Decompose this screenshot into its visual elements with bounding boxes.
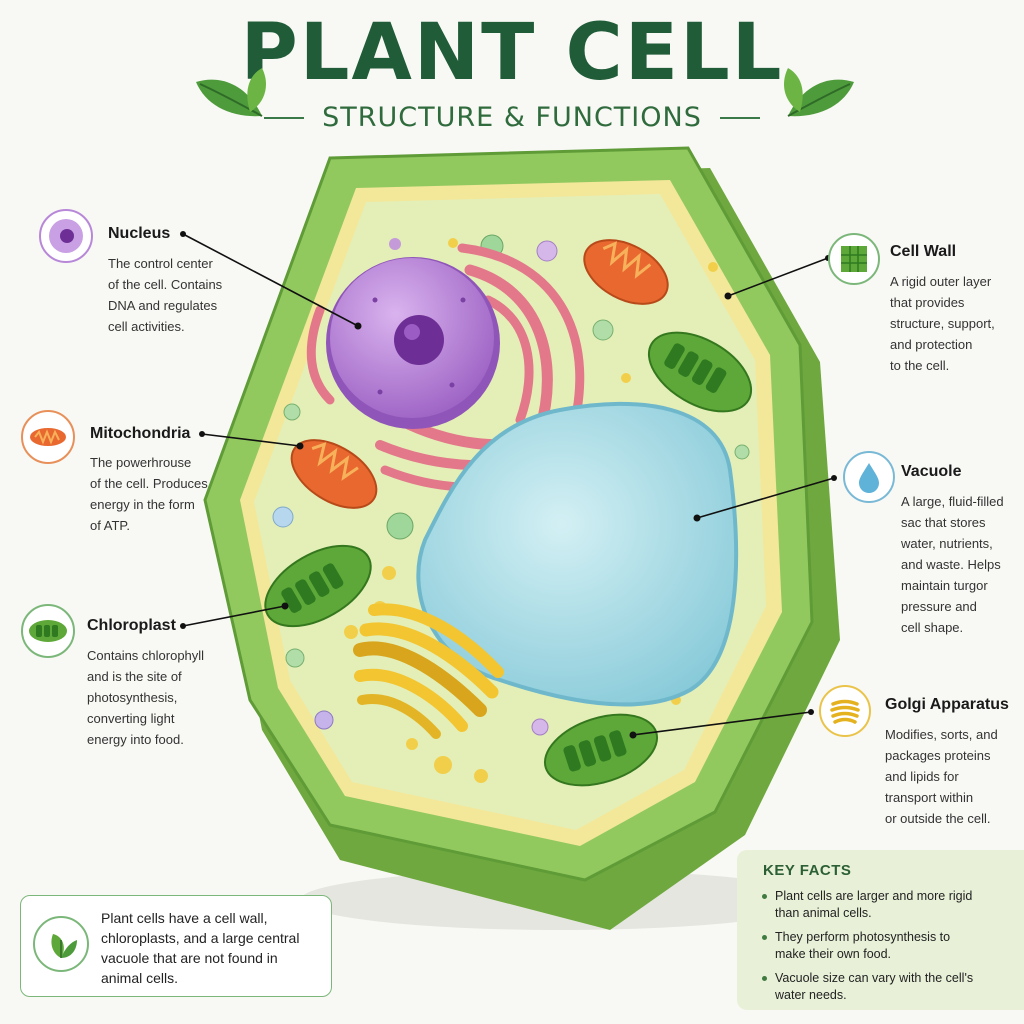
nucleus-icon — [39, 209, 93, 263]
mitochondria-line-3: energy in the form — [90, 497, 195, 512]
key-fact-3-line-2: water needs. — [775, 988, 847, 1002]
chloroplast-right-top — [647, 331, 753, 413]
vacuole-description: A large, fluid-filled sac that stores wa… — [901, 491, 1004, 638]
leaf-decoration-right-icon — [784, 68, 854, 117]
chloroplast-line-2: and is the site of — [87, 669, 182, 684]
vacuole-line-2: sac that stores — [901, 515, 986, 530]
key-fact-item: They perform photosynthesis to make thei… — [762, 929, 990, 963]
key-fact-2-line-2: make their own food. — [775, 947, 892, 961]
vacuole-label: Vacuole — [901, 463, 962, 480]
golgi-line-1: Modifies, sorts, and — [885, 727, 998, 742]
mitochondria-line-4: of ATP. — [90, 518, 130, 533]
cell-wall-label: Cell Wall — [890, 243, 957, 260]
key-fact-1-line-2: than animal cells. — [775, 906, 872, 920]
leader-lines — [182, 233, 835, 736]
golgi-line-3: and lipids for — [885, 769, 959, 784]
key-facts-title: KEY FACTS — [763, 862, 852, 879]
golgi-apparatus — [353, 603, 504, 739]
mitochondria-icon — [21, 410, 75, 464]
nucleus-line-4: cell activities. — [108, 319, 185, 334]
leaf-decoration-left-icon — [196, 68, 266, 117]
chloroplast-description: Contains chlorophyll and is the site of … — [87, 645, 204, 750]
cell-wall-line-5: to the cell. — [890, 358, 950, 373]
key-fact-3-line-1: Vacuole size can vary with the cell's — [775, 971, 974, 985]
mitochondria-description: The powerhrouse of the cell. Produces en… — [90, 452, 208, 536]
page-title: PLANT CELL — [240, 8, 784, 98]
golgi-label: Golgi Apparatus — [885, 696, 1009, 713]
golgi-line-5: or outside the cell. — [885, 811, 991, 826]
vacuole-line-1: A large, fluid-filled — [901, 494, 1004, 509]
subtitle-rule-left — [264, 116, 305, 119]
chloroplast-icon — [21, 604, 75, 658]
nucleus — [326, 257, 500, 429]
note-line-2: chloroplasts, and a large central — [101, 930, 300, 946]
golgi-line-4: transport within — [885, 790, 974, 805]
chloroplast-line-1: Contains chlorophyll — [87, 648, 205, 663]
nucleus-label: Nucleus — [108, 225, 171, 242]
note-line-4: animal cells. — [101, 970, 179, 986]
page-subtitle: STRUCTURE & FUNCTIONS — [322, 102, 702, 133]
note-line-3: vacuole that are not found in — [101, 950, 278, 966]
mitochondria-line-2: of the cell. Produces — [90, 476, 208, 491]
cell-wall-line-1: A rigid outer layer — [890, 274, 992, 289]
nucleus-line-2: of the cell. Contains — [108, 277, 223, 292]
cell-wall-icon — [828, 233, 880, 285]
nucleus-line-1: The control center — [108, 256, 213, 271]
golgi-line-2: packages proteins — [885, 748, 991, 763]
mitochondria-line-1: The powerhrouse — [90, 455, 192, 470]
cell-wall-line-3: structure, support, — [890, 316, 995, 331]
vacuole-line-3: water, nutrients, — [901, 536, 993, 551]
water-drop-icon — [843, 451, 895, 503]
key-fact-item: Plant cells are larger and more rigid th… — [762, 888, 990, 922]
key-fact-1-line-1: Plant cells are larger and more rigid — [775, 889, 973, 903]
vacuole-line-6: pressure and — [901, 599, 977, 614]
vacuole — [416, 401, 739, 707]
cell-wall-line-4: and protection — [890, 337, 973, 352]
chloroplast-bottom — [543, 713, 659, 787]
golgi-description: Modifies, sorts, and packages proteins a… — [885, 724, 998, 829]
nucleus-description: The control center of the cell. Contains… — [108, 253, 222, 337]
vacuole-line-4: and waste. Helps — [901, 557, 1001, 572]
vacuole-line-5: maintain turgor — [901, 578, 988, 593]
golgi-icon — [819, 685, 871, 737]
note-line-1: Plant cells have a cell wall, — [101, 910, 268, 926]
chloroplast-label: Chloroplast — [87, 617, 176, 634]
chloroplast-line-5: energy into food. — [87, 732, 184, 747]
leaf-icon — [33, 916, 89, 972]
chloroplast-line-3: photosynthesis, — [87, 690, 178, 705]
cell-wall-line-2: that provides — [890, 295, 965, 310]
key-fact-2-line-1: They perform photosynthesis to — [775, 930, 951, 944]
subtitle-rule-right — [719, 116, 760, 119]
note-box: Plant cells have a cell wall, chloroplas… — [20, 895, 332, 997]
chloroplast-line-4: converting light — [87, 711, 175, 726]
vesicles — [272, 234, 750, 783]
key-fact-item: Vacuole size can vary with the cell's wa… — [762, 970, 990, 1004]
key-facts-box: KEY FACTS Plant cells are larger and mor… — [737, 850, 1024, 1010]
subtitle-row: STRUCTURE & FUNCTIONS — [0, 102, 1024, 133]
nucleus-line-3: DNA and regulates — [108, 298, 218, 313]
note-text: Plant cells have a cell wall, chloroplas… — [101, 908, 323, 988]
chloroplast-left — [264, 544, 372, 628]
vacuole-line-7: cell shape. — [901, 620, 964, 635]
mitochondrion-top — [583, 239, 669, 305]
mitochondria-label: Mitochondria — [90, 425, 191, 442]
cell-wall-description: A rigid outer layer that provides struct… — [890, 271, 995, 376]
mitochondrion-left — [290, 439, 378, 509]
